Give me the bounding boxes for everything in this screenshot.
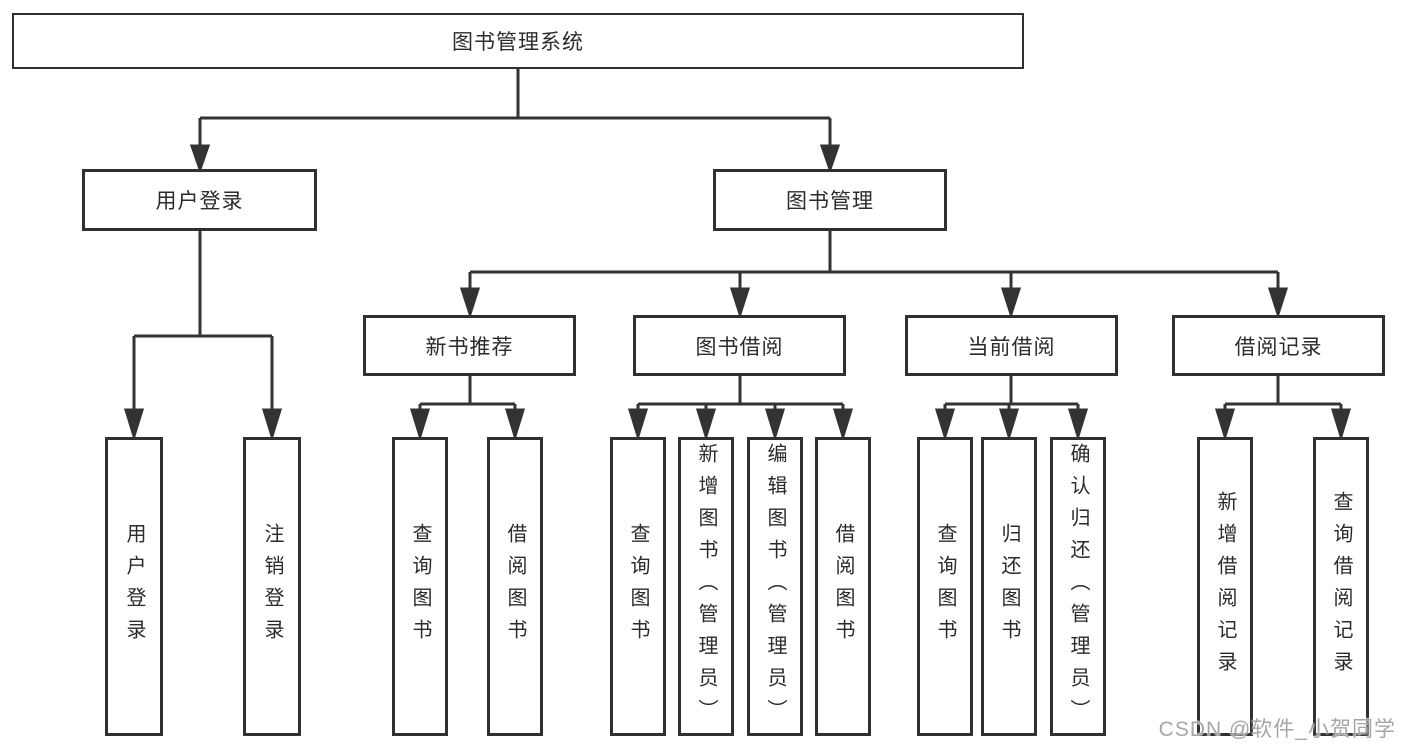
node-label: 图书借阅	[695, 335, 784, 359]
node-add-book-admin: 新增图书（管理员）	[678, 437, 734, 736]
node-add-borrow-record: 新增借阅记录	[1197, 437, 1253, 736]
node-label: 用户登录	[155, 190, 244, 213]
connector-root	[189, 69, 841, 174]
node-label: 新增图书（管理员）	[695, 442, 717, 731]
node-label: 借阅图书	[832, 522, 854, 651]
connector-current-borrow	[934, 376, 1089, 442]
node-logout: 注销登录	[243, 437, 301, 736]
node-label: 新书推荐	[425, 335, 514, 359]
node-label: 图书管理系统	[452, 31, 584, 54]
node-user-login-leaf: 用户登录	[105, 437, 163, 736]
node-label: 新增借阅记录	[1214, 490, 1236, 683]
connector-user-login	[123, 231, 283, 442]
node-query-books-borrow: 查询图书	[610, 437, 666, 736]
node-label: 查询图书	[627, 522, 649, 651]
node-confirm-return-admin: 确认归还（管理员）	[1050, 437, 1106, 736]
node-label: 查询图书	[934, 522, 956, 651]
node-current-borrow: 当前借阅	[905, 315, 1118, 376]
node-label: 查询图书	[409, 522, 431, 651]
node-label: 查询借阅记录	[1330, 490, 1352, 683]
node-edit-book-admin: 编辑图书（管理员）	[747, 437, 803, 736]
node-query-books-current: 查询图书	[917, 437, 973, 736]
node-query-borrow-record: 查询借阅记录	[1313, 437, 1369, 736]
connector-book-management	[459, 231, 1289, 319]
node-label: 确认归还（管理员）	[1067, 442, 1089, 731]
node-label: 编辑图书（管理员）	[764, 442, 786, 731]
connector-borrow-records	[1214, 376, 1352, 442]
node-borrow-records: 借阅记录	[1172, 315, 1385, 376]
node-label: 借阅图书	[504, 522, 526, 651]
node-label: 借阅记录	[1234, 335, 1323, 359]
node-return-books: 归还图书	[981, 437, 1037, 736]
node-label: 归还图书	[998, 522, 1020, 651]
node-book-management: 图书管理	[713, 169, 947, 231]
node-new-book-recommend: 新书推荐	[363, 315, 576, 376]
csdn-watermark: CSDN @软件_小贺同学	[1158, 718, 1396, 741]
node-query-books-recommend: 查询图书	[392, 437, 448, 736]
node-label: 图书管理	[786, 190, 874, 213]
node-book-borrow: 图书借阅	[633, 315, 846, 376]
node-label: 注销登录	[261, 522, 283, 651]
node-borrow-books-recommend: 借阅图书	[487, 437, 543, 736]
node-user-login: 用户登录	[82, 169, 317, 231]
node-library-management-system: 图书管理系统	[12, 13, 1024, 69]
connector-book-borrow	[627, 376, 854, 442]
node-label: 用户登录	[123, 522, 145, 651]
node-borrow-books-leaf: 借阅图书	[815, 437, 871, 736]
connector-new-book-recommend	[409, 376, 526, 442]
node-label: 当前借阅	[967, 335, 1056, 359]
